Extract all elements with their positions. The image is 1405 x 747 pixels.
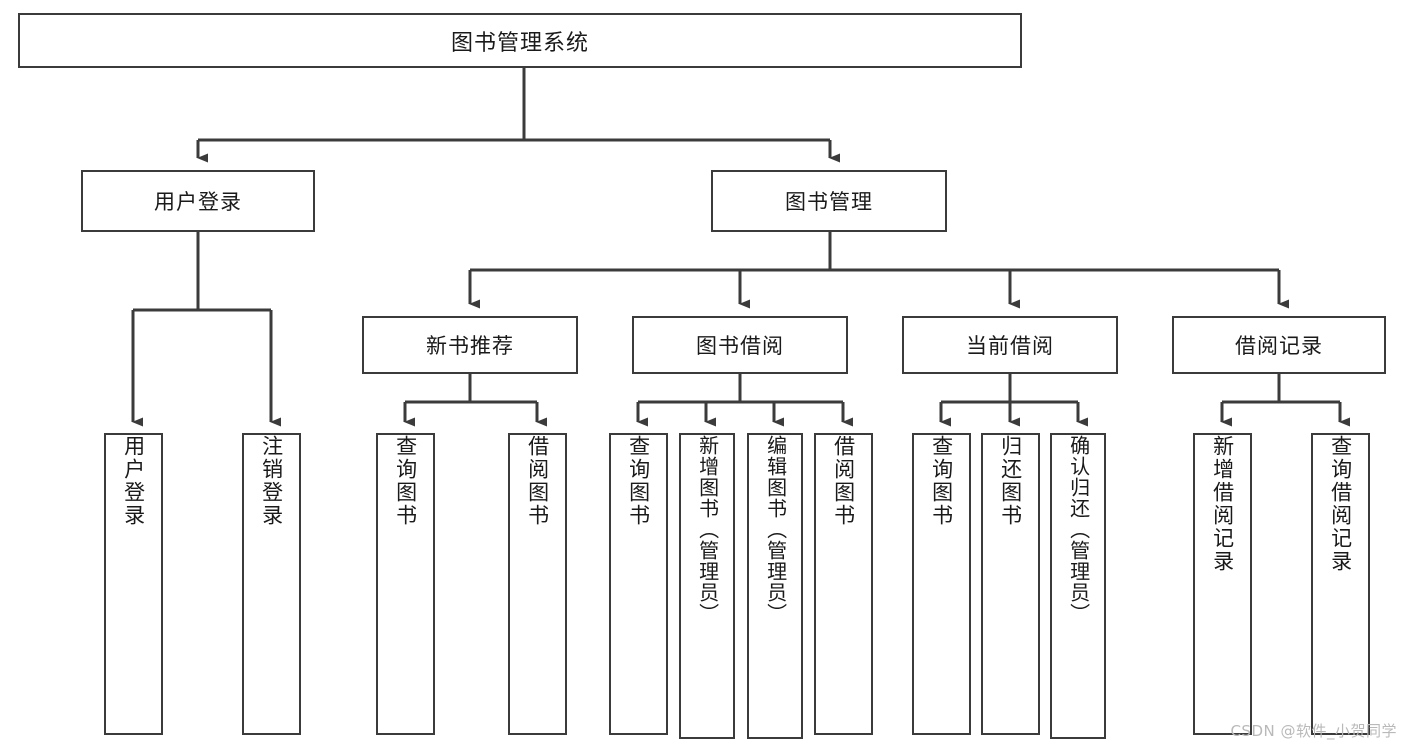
node-leaf-confirm-return-label: 确认归还（管理员）	[1066, 435, 1091, 624]
node-leaf-query-book-1[interactable]: 查询图书	[376, 433, 435, 735]
node-leaf-query-book-3-label: 查询图书	[929, 435, 954, 527]
node-leaf-query-book-2-label: 查询图书	[626, 435, 651, 527]
node-leaf-query-book-2[interactable]: 查询图书	[609, 433, 668, 735]
csdn-watermark: CSDN @软件_小贺同学	[1230, 722, 1397, 740]
node-book-borrow-label: 图书借阅	[696, 334, 784, 358]
node-leaf-borrow-book-1[interactable]: 借阅图书	[508, 433, 567, 735]
node-leaf-return-book[interactable]: 归还图书	[981, 433, 1040, 735]
node-borrow-record[interactable]: 借阅记录	[1172, 316, 1386, 374]
node-leaf-borrow-book-2-label: 借阅图书	[831, 435, 856, 527]
node-leaf-borrow-book-2[interactable]: 借阅图书	[814, 433, 873, 735]
node-root-label: 图书管理系统	[450, 30, 589, 56]
node-leaf-add-record-label: 新增借阅记录	[1210, 435, 1235, 573]
node-book-manage-label: 图书管理	[785, 190, 873, 214]
node-book-manage[interactable]: 图书管理	[711, 170, 947, 232]
node-leaf-borrow-book-1-label: 借阅图书	[525, 435, 550, 527]
node-leaf-query-book-3[interactable]: 查询图书	[912, 433, 971, 735]
node-leaf-query-record[interactable]: 查询借阅记录	[1311, 433, 1370, 735]
node-user-login[interactable]: 用户登录	[81, 170, 315, 232]
node-leaf-edit-book-label: 编辑图书（管理员）	[763, 435, 788, 624]
node-leaf-add-book-label: 新增图书（管理员）	[695, 435, 720, 624]
node-current-borrow[interactable]: 当前借阅	[902, 316, 1118, 374]
node-book-borrow[interactable]: 图书借阅	[632, 316, 848, 374]
node-leaf-logout-login[interactable]: 注销登录	[242, 433, 301, 735]
node-new-book-recommend-label: 新书推荐	[426, 334, 514, 358]
node-current-borrow-label: 当前借阅	[966, 334, 1054, 358]
node-leaf-add-book[interactable]: 新增图书（管理员）	[679, 433, 735, 739]
node-borrow-record-label: 借阅记录	[1235, 334, 1323, 358]
node-leaf-add-record[interactable]: 新增借阅记录	[1193, 433, 1252, 735]
node-leaf-user-login-label: 用户登录	[121, 435, 146, 527]
node-user-login-label: 用户登录	[154, 190, 242, 214]
node-leaf-user-login[interactable]: 用户登录	[104, 433, 163, 735]
node-leaf-query-book-1-label: 查询图书	[393, 435, 418, 527]
node-leaf-logout-login-label: 注销登录	[259, 435, 284, 527]
node-leaf-query-record-label: 查询借阅记录	[1328, 435, 1353, 573]
node-leaf-confirm-return[interactable]: 确认归还（管理员）	[1050, 433, 1106, 739]
node-leaf-edit-book[interactable]: 编辑图书（管理员）	[747, 433, 803, 739]
node-new-book-recommend[interactable]: 新书推荐	[362, 316, 578, 374]
node-root[interactable]: 图书管理系统	[18, 13, 1022, 68]
node-leaf-return-book-label: 归还图书	[998, 435, 1023, 527]
